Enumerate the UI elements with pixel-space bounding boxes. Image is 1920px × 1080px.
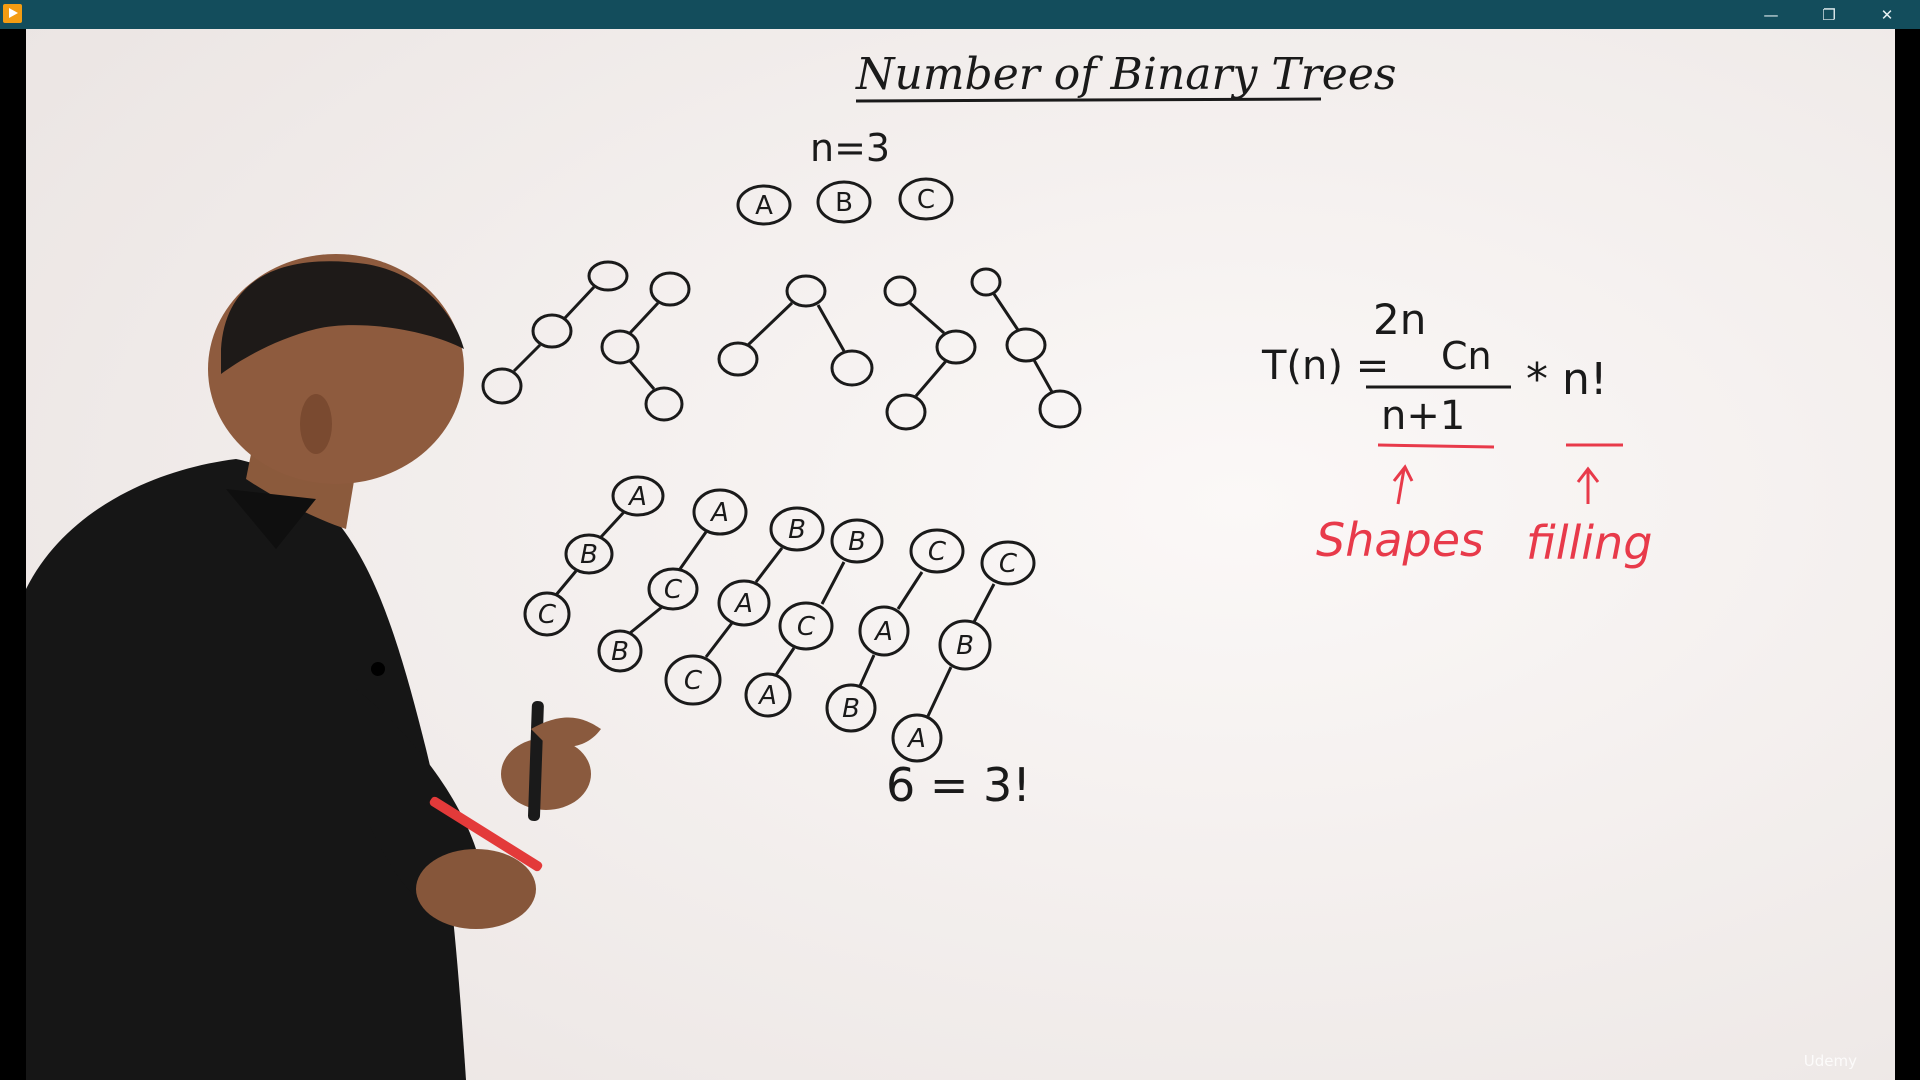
tree4-mid-c: C xyxy=(797,612,816,642)
legend-node-a: A xyxy=(755,191,773,221)
tree3-leaf-c: C xyxy=(684,666,703,696)
formula-factorial: * n! xyxy=(1526,354,1608,405)
tree3-root-b: B xyxy=(788,515,806,545)
tree-shapes xyxy=(481,260,1082,431)
video-frame: Number of Binary Trees n=3 A B C xyxy=(26,29,1895,1080)
presenter xyxy=(26,254,601,1080)
tree4-leaf-a: A xyxy=(757,681,777,711)
video-player[interactable]: Number of Binary Trees n=3 A B C xyxy=(0,29,1920,1080)
shapes-label: Shapes xyxy=(1316,513,1484,567)
legend-node-b: B xyxy=(835,188,853,218)
tree5-leaf-b: B xyxy=(842,694,860,724)
tree6-leaf-a: A xyxy=(906,724,926,754)
tree1-root-a: A xyxy=(627,482,647,512)
tree2-mid-c: C xyxy=(664,575,683,605)
labelled-trees xyxy=(523,475,1036,763)
count-equation: 6 = 3! xyxy=(886,758,1031,812)
tree1-mid-b: B xyxy=(580,540,598,570)
catalan-formula: T(n) = 2n Cn n+1 * n! xyxy=(1261,295,1608,439)
tree4-root-b: B xyxy=(848,527,866,557)
formula-numerator: 2n xyxy=(1373,295,1426,344)
tree2-root-a: A xyxy=(709,498,729,528)
red-annotations xyxy=(1377,443,1623,505)
legend-node-c: C xyxy=(917,185,935,215)
tree5-mid-a: A xyxy=(873,617,893,647)
lecture-video-scene: Number of Binary Trees n=3 A B C xyxy=(26,29,1895,1080)
formula-denominator: n+1 xyxy=(1381,393,1465,439)
n-label: n=3 xyxy=(810,126,890,170)
window-titlebar: — ❐ ✕ xyxy=(0,0,1920,29)
node-legend xyxy=(736,177,954,226)
title-underline xyxy=(855,97,1322,103)
filling-label: filling xyxy=(1526,516,1652,570)
formula-numerator-sub: Cn xyxy=(1441,334,1492,378)
tree2-leaf-b: B xyxy=(611,637,629,667)
close-button[interactable]: ✕ xyxy=(1880,5,1894,24)
tree5-root-c: C xyxy=(928,537,947,567)
formula-lhs: T(n) = xyxy=(1261,343,1389,389)
minimize-button[interactable]: — xyxy=(1763,5,1779,24)
media-player-icon xyxy=(3,4,22,23)
tree6-mid-b: B xyxy=(956,631,974,661)
tree1-leaf-c: C xyxy=(538,600,557,630)
board-title: Number of Binary Trees xyxy=(855,49,1396,100)
restore-button[interactable]: ❐ xyxy=(1822,5,1836,24)
tree3-mid-a: A xyxy=(733,589,753,619)
tree6-root-c: C xyxy=(999,549,1018,579)
udemy-watermark: Udemy xyxy=(1803,1052,1857,1070)
